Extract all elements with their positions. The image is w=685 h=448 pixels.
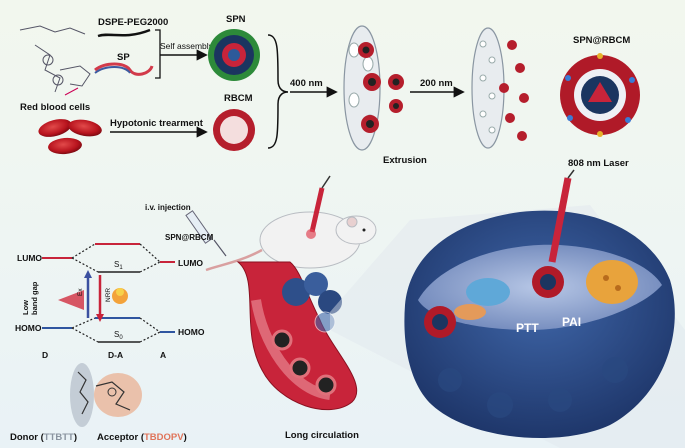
organelles [454, 260, 638, 320]
blood-vessel [236, 261, 358, 411]
pai-label: PAI [562, 315, 581, 329]
self-assembly-label: Self assembly [160, 41, 214, 51]
svg-text:band gap: band gap [30, 281, 39, 315]
long-circulation-label: Long circulation [285, 430, 359, 441]
hypotonic-label: Hypotonic trearment [110, 118, 204, 129]
donor-acceptor-structure [70, 363, 142, 427]
rbcm-vesicle [213, 109, 255, 151]
svg-text:Low: Low [21, 300, 30, 315]
energy-level-diagram [42, 243, 175, 343]
homo-left-label: HOMO [15, 323, 42, 333]
sp-label: SP [117, 52, 130, 63]
merge-bracket [155, 29, 161, 79]
polymer-structure-icon [19, 25, 91, 96]
red-blood-cells-label: Red blood cells [20, 102, 90, 113]
lumo-right-label: LUMO [178, 258, 203, 268]
spn-label: SPN [226, 14, 246, 25]
nm200-label: 200 nm [420, 78, 453, 89]
rbcm-label: RBCM [224, 93, 253, 104]
lumo-left-label: LUMO [17, 253, 42, 263]
low-band-gap-label: Low band gap [21, 281, 39, 315]
spn-rbcm-nanoparticle [560, 53, 640, 137]
acceptor-label: Acceptor (TBDOPV) [97, 432, 187, 443]
sp-polymer-icon [94, 62, 154, 76]
dspe-peg-label: DSPE-PEG2000 [98, 17, 168, 28]
mouse-laser-probe-icon [306, 175, 331, 239]
laser-label: 808 nm Laser [568, 158, 629, 169]
spn-rbcm-entering [424, 306, 456, 338]
s1-label: S1 [114, 260, 123, 271]
nrr-label: NRR [105, 288, 112, 302]
spn-rbcm-top-label: SPN@RBCM [573, 35, 630, 46]
nm400-label: 400 nm [290, 78, 323, 89]
donor-label: Donor (TTBTT) [10, 432, 77, 443]
spn-nanoparticle [208, 29, 260, 81]
iv-injection-label: i.v. injection [145, 203, 191, 212]
laser-beam-icon [58, 290, 84, 310]
red-blood-cells-icon [38, 119, 102, 155]
ptt-label: PTT [516, 321, 539, 335]
syringe-icon [185, 210, 227, 257]
da-label: D-A [108, 350, 123, 360]
tumor-laser-probe-icon [532, 169, 575, 298]
a-label: A [160, 350, 166, 360]
homo-right-label: HOMO [178, 327, 205, 337]
d-label: D [42, 350, 48, 360]
spn-rbcm-mid-label: SPN@RBCM [165, 233, 214, 242]
particles-200 [499, 40, 529, 141]
extrusion-label: Extrusion [383, 155, 427, 166]
dspe-peg-chain-icon [97, 28, 151, 38]
mouse-illustration [205, 211, 377, 272]
combine-brace [267, 34, 289, 149]
ex-label: Ex [77, 288, 84, 296]
sp-backbone-icon [94, 66, 131, 74]
tumor-cluster-small [282, 272, 342, 333]
s0-label: S0 [114, 330, 123, 341]
particles-400 [358, 42, 404, 133]
